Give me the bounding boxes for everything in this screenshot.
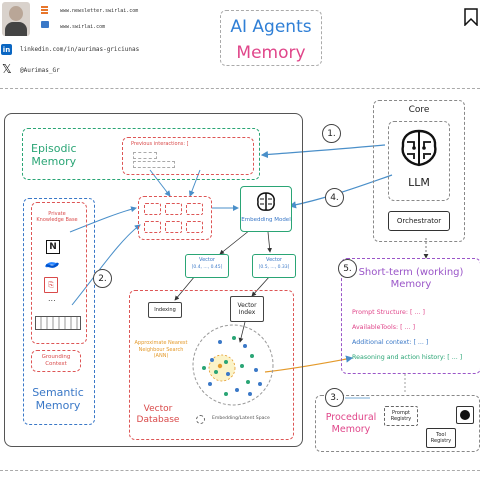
knowledge-base-box [31,202,87,344]
step-2: 2. [93,269,112,288]
vector1-value: [0.4, ..., 0.45] [191,265,223,270]
footer-divider [0,470,480,471]
grounding-context-label: Grounding Context [41,354,71,367]
title-box: AI Agents Memory [220,10,322,66]
semantic-title-line2: Memory [35,399,81,412]
step-4: 4. [325,188,344,207]
short-term-item-2: Additional context: [ ... ] [352,339,429,346]
vector-box-2: Vector [0.5, ..., 0.33] [252,254,296,278]
website-url[interactable]: www.swirlai.com [60,24,106,30]
brain-icon [401,129,437,167]
ann-label: Approximate Nearest Neighbour Search (AN… [134,340,188,359]
episodic-title-line1: Episodic [31,142,77,155]
tool-registry-box: Tool Registry [426,428,456,448]
short-term-item-3: Reasoning and action history: [ ... ] [352,354,463,361]
procedural-title-line1: Procedural [325,412,377,423]
short-term-item-0: Prompt Structure: [ ... ] [352,309,425,316]
embedding-model-label: Embedding Model [241,217,291,223]
procedural-title: Procedural Memory [320,412,382,436]
vector1-title: Vector [199,257,215,263]
core-label: Core [408,105,430,115]
indexing-label: Indexing [154,307,176,313]
procedural-title-line2: Memory [331,424,371,435]
step-1: 1. [322,124,341,143]
llm-label: LLM [408,176,430,189]
vector-db-title-line2: Database [136,415,180,425]
previous-interactions-label: Previous interactions: [ [131,141,189,147]
embedding-space [192,324,274,406]
vector-database-title: Vector Database [130,404,186,426]
memory-system-box [4,113,303,447]
orchestrator-box: Orchestrator [388,211,450,231]
interaction-line-1 [133,152,157,159]
prompt-registry-box: Prompt Registry [384,406,418,426]
short-term-title-line1: Short-term (working) [358,267,464,278]
github-icon [456,406,474,424]
short-term-memory-box: Short-term (working) Memory Prompt Struc… [341,258,480,374]
vector-db-title-line1: Vector [143,404,173,414]
pdf-icon: ⎘ [44,277,58,293]
newsletter-icon [41,6,48,14]
page-title-line1: AI Agents [230,17,312,37]
linkedin-url[interactable]: linkedin.com/in/aurimas-griciunas [20,46,140,53]
episodic-title-line2: Memory [31,155,77,168]
profile-avatar [2,2,30,36]
step-3: 3. [325,388,344,407]
short-term-title: Short-term (working) Memory [342,267,480,291]
knowledge-base-label: Private Knowledge Base [36,211,78,223]
semantic-ellipsis: ... [48,294,56,303]
x-icon: 𝕏 [2,62,12,76]
prompt-registry-label: Prompt Registry [390,410,412,422]
interaction-line-2 [133,161,175,168]
vector-index-box: Vector Index [230,296,264,322]
page-title-line2: Memory [236,43,306,63]
vector-box-1: Vector [0.4, ..., 0.45] [185,254,229,278]
core-box: Core LLM Orchestrator [373,100,465,242]
short-term-title-line2: Memory [390,279,432,290]
indexing-box: Indexing [148,302,182,318]
tool-registry-label: Tool Registry [430,432,452,444]
step-5: 5. [338,259,357,278]
memory-chunks-grid [138,196,212,240]
confluence-icon [45,262,59,268]
vector-index-label: Vector Index [237,302,257,316]
website-icon [41,21,49,28]
space-marker [196,415,205,424]
newsletter-url[interactable]: www.newsletter.swirlai.com [60,8,139,14]
grounding-context-box: Grounding Context [31,350,81,372]
previous-interactions-box: Previous interactions: [ [122,137,254,175]
semantic-memory-box [23,198,95,425]
episodic-memory-box: Episodic Memory Previous interactions: [ [22,128,260,180]
x-handle[interactable]: @Aurimas_Gr [20,67,60,74]
vector2-value: [0.5, ..., 0.33] [258,265,290,270]
semantic-memory-title: Semantic Memory [25,386,91,412]
notion-icon: N [46,240,60,254]
semantic-title-line1: Semantic [32,386,84,399]
episodic-memory-title: Episodic Memory [31,142,77,168]
linkedin-icon: in [1,44,12,55]
embedding-model-box: Embedding Model [240,186,292,232]
embedding-points [202,336,262,396]
embedding-brain-icon [257,192,275,211]
short-term-item-1: AvailableTools: [ ... ] [352,324,416,331]
vector2-title: Vector [266,257,282,263]
chunked-doc [35,316,81,330]
llm-box: LLM [388,121,450,201]
vector-database-box [129,290,294,440]
header-divider [0,88,480,89]
orchestrator-label: Orchestrator [396,217,442,225]
embedding-space-label: Embedding/Latent Space [212,416,270,421]
bookmark-icon[interactable] [464,8,478,26]
